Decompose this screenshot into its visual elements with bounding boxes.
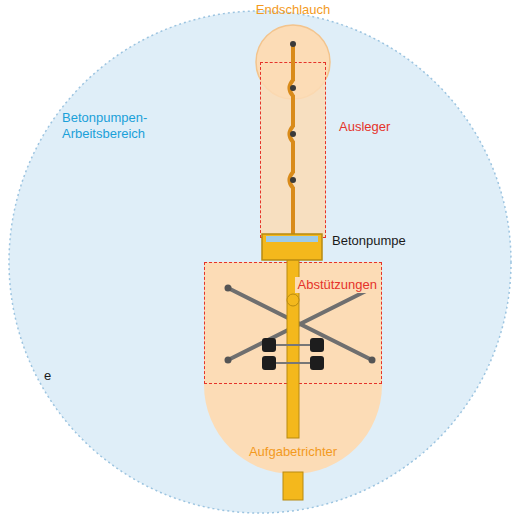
truck-chassis	[287, 258, 299, 438]
part-label: Betonpumpe	[332, 233, 406, 249]
truck-cab	[283, 472, 303, 500]
region-circle: EndschlauchAuslegerAbstützungenAufgabetr…	[8, 10, 512, 514]
outrigger-feet	[225, 285, 376, 364]
cut-text: e	[44, 368, 51, 384]
truck-wheels	[262, 338, 324, 370]
axles	[276, 345, 310, 363]
outrigger-legs	[228, 288, 372, 360]
region-label: Aufgabetrichter	[247, 444, 339, 460]
turret	[287, 294, 299, 306]
boom-joints	[290, 41, 296, 183]
region-label: Endschlauch	[256, 2, 330, 18]
region-label: Betonpumpen-Arbeitsbereich	[62, 110, 182, 141]
region-label: Abstützungen	[295, 277, 379, 293]
region-label: Ausleger	[339, 119, 390, 135]
boom-arm	[290, 44, 294, 234]
pump-top	[266, 236, 318, 242]
circle-outline	[9, 11, 511, 513]
pump-body	[262, 234, 322, 260]
